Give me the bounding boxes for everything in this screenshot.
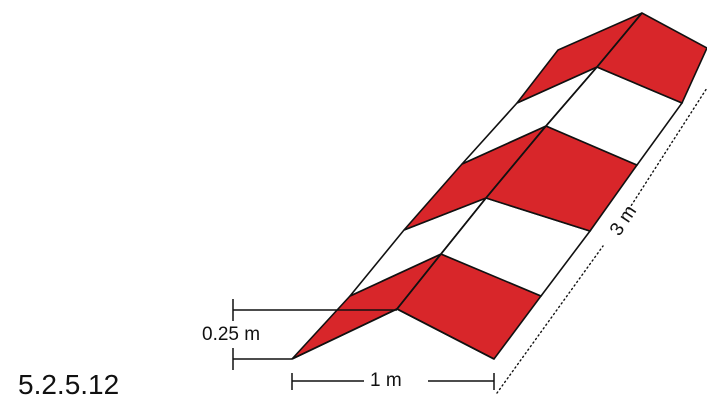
ridge-outline bbox=[291, 12, 643, 360]
length-dimension bbox=[496, 87, 707, 394]
length-dimension-line-upper bbox=[628, 87, 707, 210]
height-dimension-label: 0.25 m bbox=[202, 324, 261, 345]
left-slope-stripes bbox=[291, 12, 643, 360]
width-dimension bbox=[291, 373, 495, 390]
bottom-edge-line bbox=[291, 308, 495, 360]
width-dimension-label: 1 m bbox=[370, 370, 402, 391]
height-dimension bbox=[232, 299, 397, 370]
ridge-line bbox=[396, 12, 643, 310]
figure-number: 5.2.5.12 bbox=[18, 369, 120, 400]
length-dimension-line-lower bbox=[496, 245, 604, 394]
